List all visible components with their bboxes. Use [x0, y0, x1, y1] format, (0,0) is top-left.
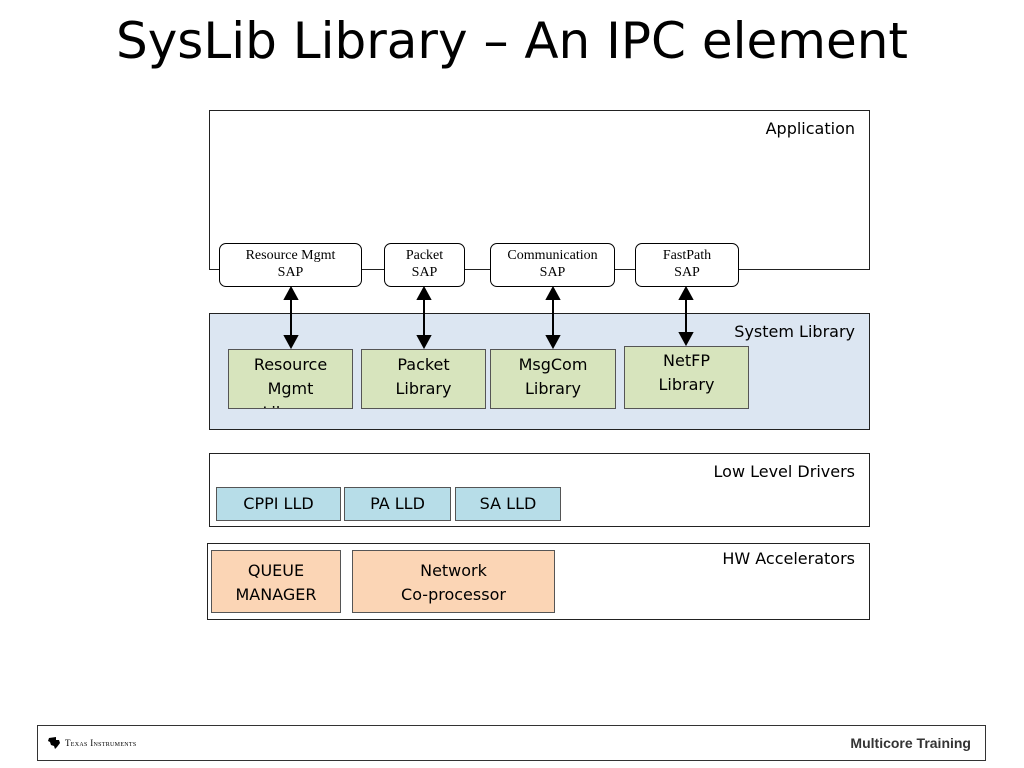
library-resource-mgmt-line2: Mgmt [267, 379, 314, 398]
hw-queue-manager-line2: MANAGER [235, 585, 317, 604]
library-netfp: NetFP Library [624, 346, 749, 409]
sap-resource-mgmt-line1: Resource Mgmt [245, 248, 336, 263]
library-packet: Packet Library [361, 349, 486, 409]
sap-communication-line1: Communication [507, 248, 598, 263]
hw-network-coprocessor-line2: Co-processor [401, 585, 506, 604]
library-resource-mgmt-line1: Resource [253, 355, 328, 374]
library-msgcom-line1: MsgCom [518, 355, 588, 374]
sap-fastpath-line2: SAP [674, 265, 700, 280]
slide-title: SysLib Library – An IPC element [115, 12, 909, 70]
library-msgcom-line2: Library [525, 379, 581, 398]
footer-bar: Texas Instruments Multicore Training [37, 725, 986, 761]
library-msgcom: MsgCom Library [490, 349, 616, 409]
texas-instruments-logo-icon [48, 737, 60, 749]
sap-packet-line2: SAP [411, 265, 438, 280]
sap-packet-line1: Packet [405, 248, 444, 263]
footer-brand-group: Texas Instruments [47, 736, 137, 750]
hw-accelerators-layer-label: HW Accelerators [722, 549, 855, 568]
library-resource-mgmt-line3: Library [229, 401, 352, 408]
hw-network-coprocessor: Network Co-processor [352, 550, 555, 613]
low-level-drivers-layer-label: Low Level Drivers [713, 462, 855, 481]
application-layer-label: Application [765, 119, 855, 138]
footer-brand-text: Texas Instruments [65, 738, 137, 748]
library-packet-line2: Library [395, 379, 452, 398]
sap-fastpath-line1: FastPath [662, 248, 712, 263]
sap-packet: Packet SAP [384, 243, 465, 287]
library-resource-mgmt: Resource Mgmt Library [228, 349, 353, 409]
hw-queue-manager-line1: QUEUE [247, 561, 305, 580]
footer-course-title: Multicore Training [850, 735, 971, 751]
sap-communication-line2: SAP [539, 265, 566, 280]
driver-sa-lld: SA LLD [455, 487, 561, 521]
sap-resource-mgmt-line2: SAP [277, 265, 304, 280]
driver-pa-lld: PA LLD [344, 487, 451, 521]
sap-fastpath: FastPath SAP [635, 243, 739, 287]
library-netfp-line2: Library [658, 375, 715, 394]
hw-queue-manager: QUEUE MANAGER [211, 550, 341, 613]
driver-cppi-lld: CPPI LLD [216, 487, 341, 521]
sap-resource-mgmt: Resource Mgmt SAP [219, 243, 362, 287]
system-library-layer-label: System Library [734, 322, 855, 341]
library-packet-line1: Packet [397, 355, 450, 374]
hw-network-coprocessor-line1: Network [420, 561, 487, 580]
library-netfp-line1: NetFP [663, 351, 710, 370]
sap-communication: Communication SAP [490, 243, 615, 287]
